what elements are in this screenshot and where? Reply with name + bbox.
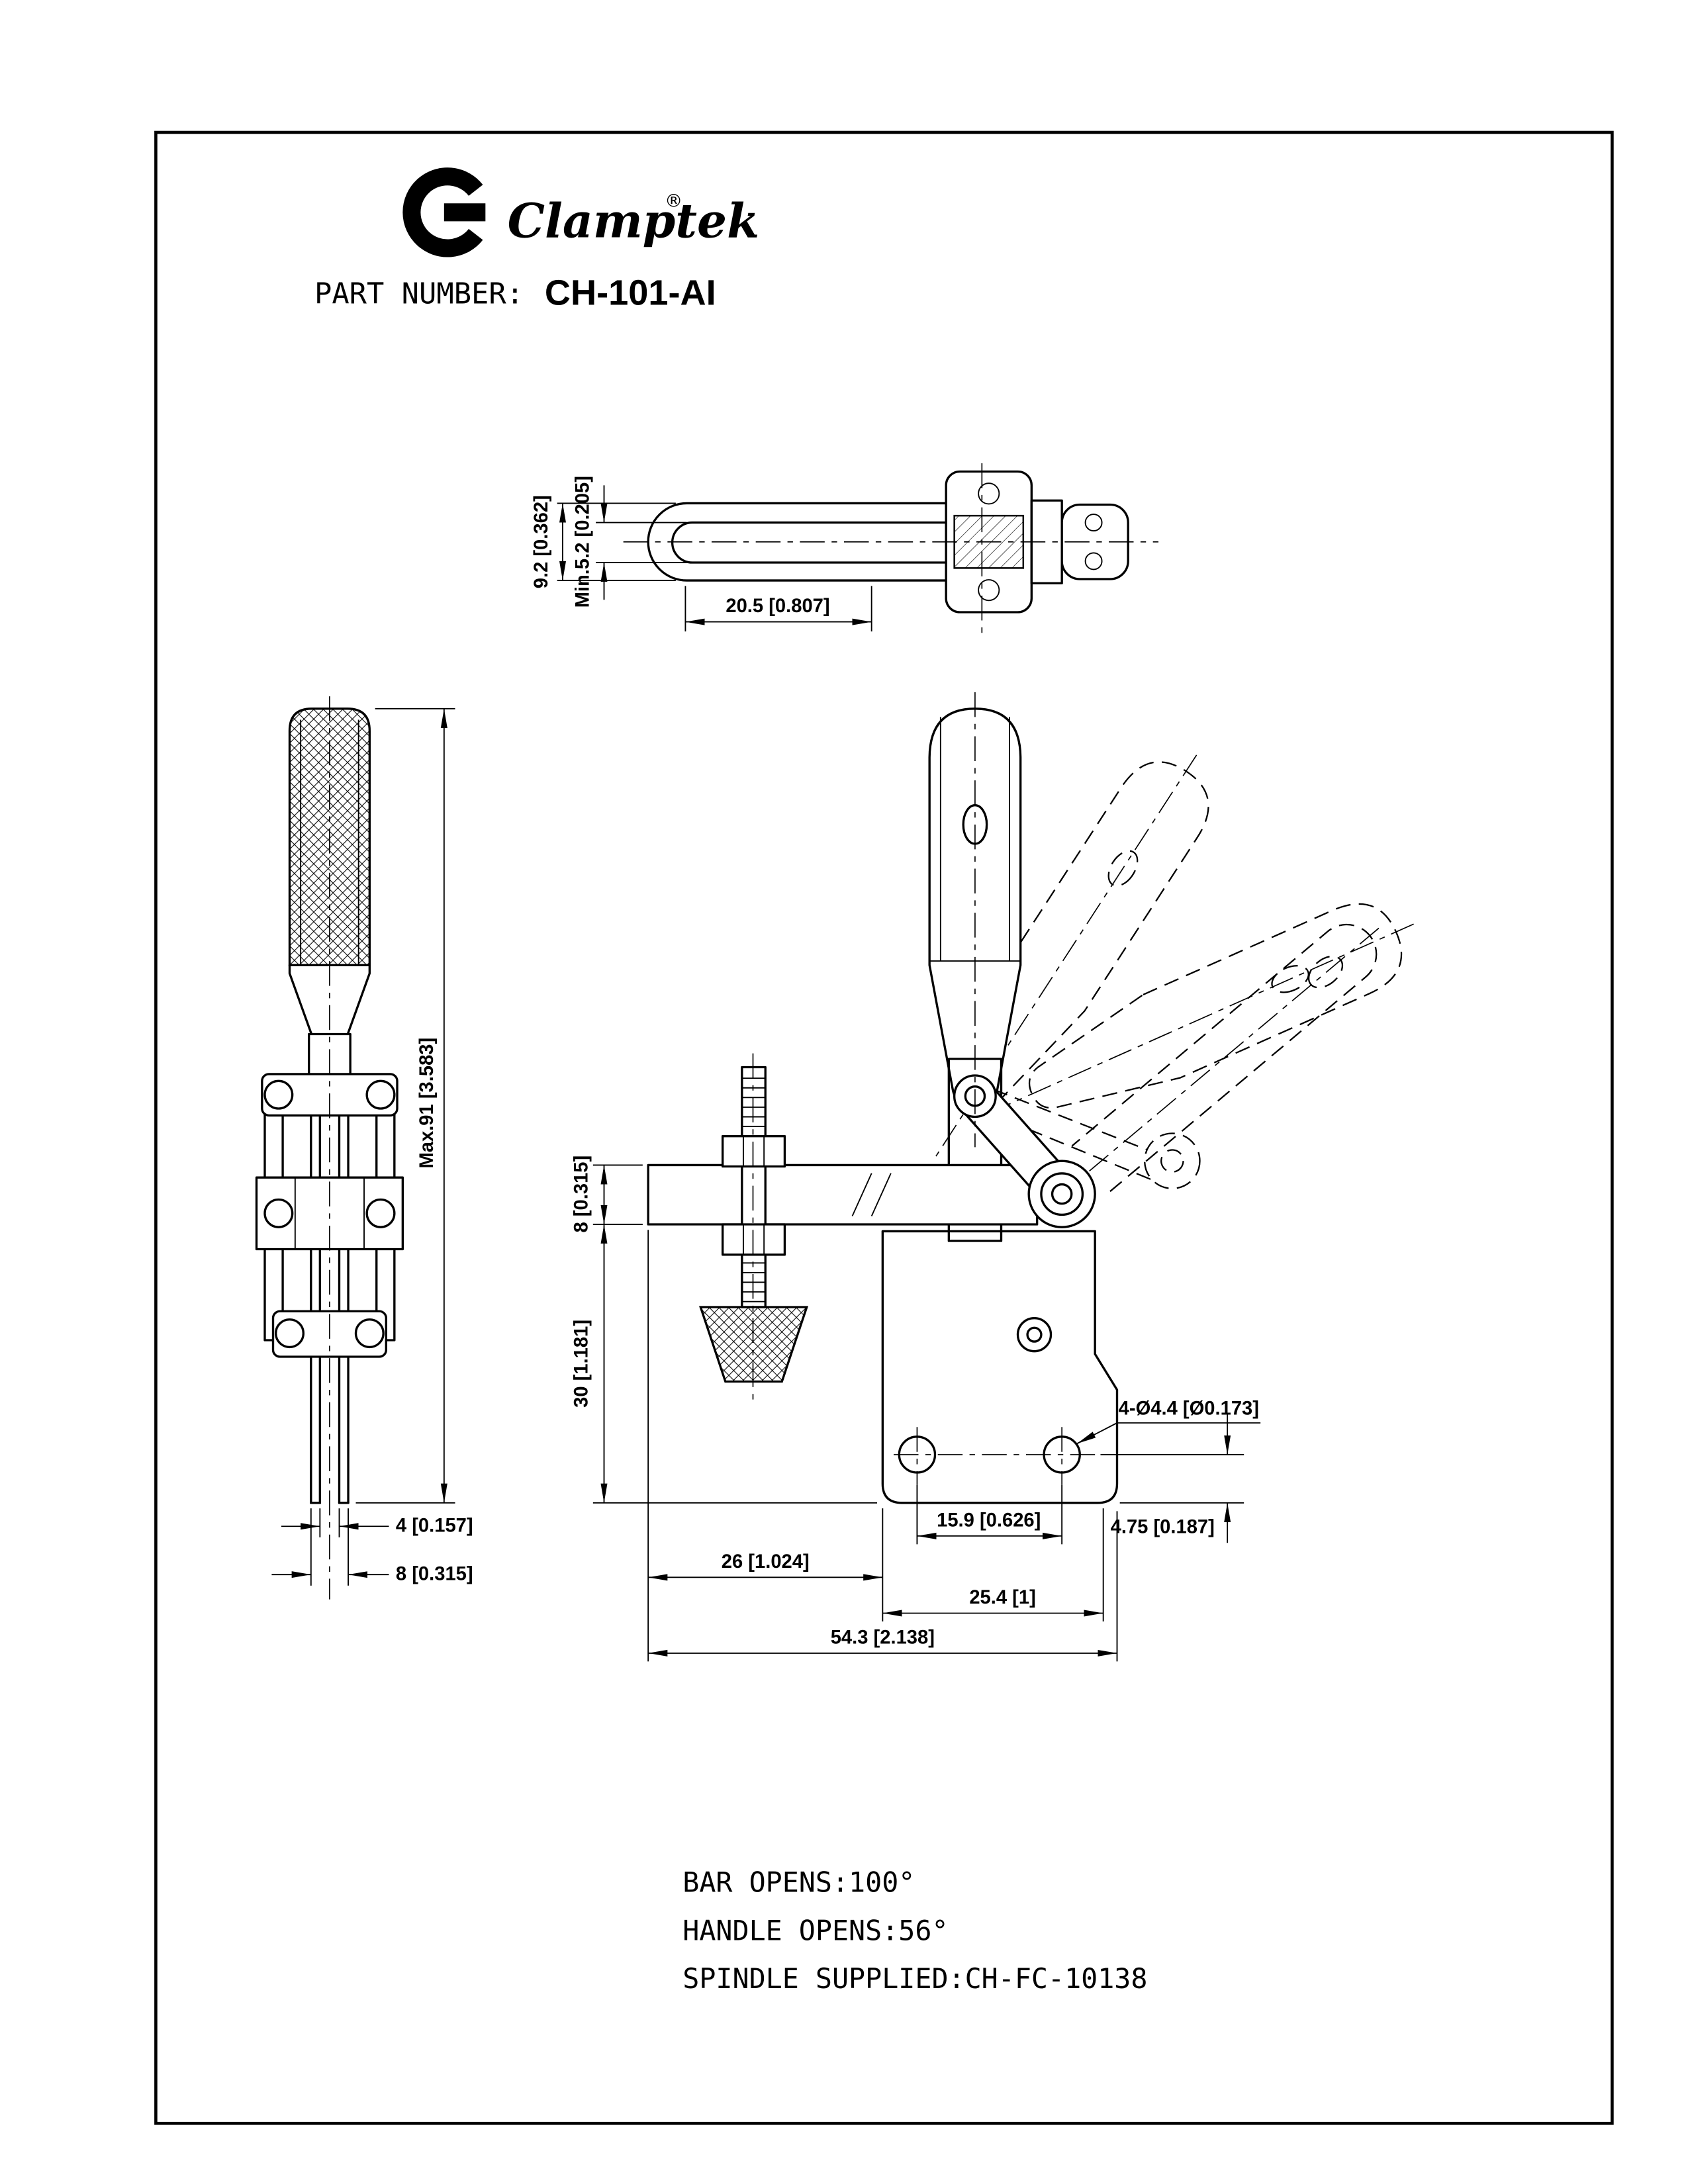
part-number-label: PART NUMBER:	[314, 277, 524, 310]
spindle-foot	[699, 1306, 809, 1383]
dim-side-mounting-holes: 4-Ø4.4 [Ø0.173]	[1119, 1398, 1259, 1420]
top-view: 9.2 [0.362] Min.5.2 [0.205] 20.5 [0.807]	[531, 463, 1159, 635]
spindle-rod	[741, 1066, 767, 1308]
bar-break-mark	[851, 1173, 872, 1216]
spindle-nut-upper	[722, 1135, 786, 1168]
note-bar-opens: BAR OPENS:100°	[682, 1866, 915, 1898]
logo-g-icon	[402, 167, 483, 257]
dim-side-base-width: 25.4 [1]	[969, 1587, 1035, 1608]
phantom-handle-2	[972, 889, 1416, 1136]
dim-top-height: 9.2 [0.362]	[531, 495, 552, 588]
dim-front-width: 8 [0.315]	[396, 1564, 473, 1585]
note-spindle-supplied: SPINDLE SUPPLIED:CH-FC-10138	[682, 1962, 1147, 1995]
brand-text: Clamptek	[508, 193, 760, 248]
dim-side-bar-reach: 26 [1.024]	[722, 1551, 810, 1572]
logo: Clamptek ®	[402, 167, 760, 257]
border-frame	[154, 130, 1614, 2125]
side-view: 8 [0.315] 30 [1.181] 26 [1.024] 15.9 [0.…	[571, 692, 1416, 1662]
dim-top-length: 20.5 [0.807]	[726, 596, 829, 617]
note-handle-opens: HANDLE OPENS:56°	[682, 1914, 948, 1946]
bar-slot-top	[671, 521, 967, 564]
dim-side-hole-spacing: 15.9 [0.626]	[937, 1510, 1041, 1531]
dim-side-hole-edge-offset: 4.75 [0.187]	[1111, 1517, 1215, 1538]
dim-side-bar-thickness: 8 [0.315]	[571, 1156, 592, 1233]
spindle	[699, 1066, 809, 1383]
phantom-bar-open	[1029, 923, 1380, 1221]
clamp-bar-side	[647, 1163, 1039, 1226]
dim-top-min-opening: Min.5.2 [0.205]	[573, 476, 594, 608]
header: Clamptek ® PART NUMBER: CH-101-AI	[314, 167, 760, 312]
dim-side-overall-length: 54.3 [2.138]	[831, 1627, 935, 1648]
dim-front-max-height: Max.91 [3.583]	[416, 1038, 438, 1169]
notes: BAR OPENS:100° HANDLE OPENS:56° SPINDLE …	[682, 1866, 1147, 1995]
base-plate	[881, 1230, 1119, 1504]
part-number-value: CH-101-AI	[545, 273, 716, 312]
dim-side-bar-to-base: 30 [1.181]	[571, 1320, 592, 1408]
bar-outline-top	[647, 502, 967, 582]
dim-front-slot: 4 [0.157]	[396, 1516, 473, 1537]
spindle-nut-lower	[722, 1223, 786, 1256]
bar-break-mark	[870, 1173, 892, 1216]
registered-mark: ®	[665, 191, 682, 212]
front-view: Max.91 [3.583] 4 [0.157] 8 [0.315]	[255, 696, 473, 1600]
